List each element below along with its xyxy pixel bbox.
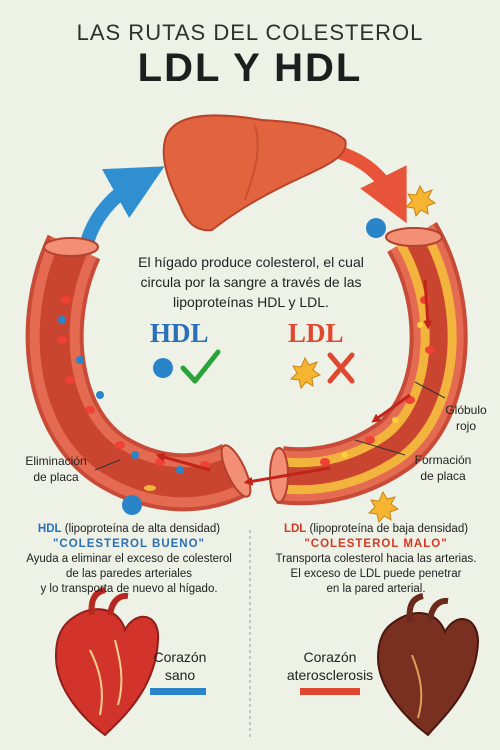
hdl-particle <box>366 218 386 238</box>
ldl-particle <box>404 184 437 218</box>
intro-text: El hígado produce colesterol, el cual ci… <box>138 254 364 310</box>
hdl-symbol <box>153 358 173 378</box>
title-top: LAS RUTAS DEL COLESTEROL <box>76 20 424 45</box>
hdl-particle-outside <box>122 495 142 515</box>
athero-heart-icon <box>376 593 480 737</box>
hdl-info: HDL (lipoproteína de alta densidad) "COL… <box>26 523 232 595</box>
ldl-word: LDL <box>288 318 344 348</box>
check-icon <box>180 349 221 384</box>
healthy-heart-icon <box>54 587 160 737</box>
ldl-symbol <box>289 356 322 390</box>
cross-icon <box>327 352 355 384</box>
healthy-bar <box>150 688 206 695</box>
liver-icon <box>162 114 347 232</box>
ldl-particle-outside <box>367 490 400 524</box>
ldl-out-arrow <box>328 143 407 224</box>
ldl-info: LDL (lipoproteína de baja densidad) "COL… <box>275 523 477 595</box>
hdl-word: HDL <box>150 318 209 348</box>
ldl-artery <box>243 222 468 506</box>
athero-bar <box>300 688 360 695</box>
hdl-return-arrow <box>78 166 165 252</box>
hdl-artery <box>25 234 252 512</box>
title-main: LDL Y HDL <box>137 46 363 90</box>
